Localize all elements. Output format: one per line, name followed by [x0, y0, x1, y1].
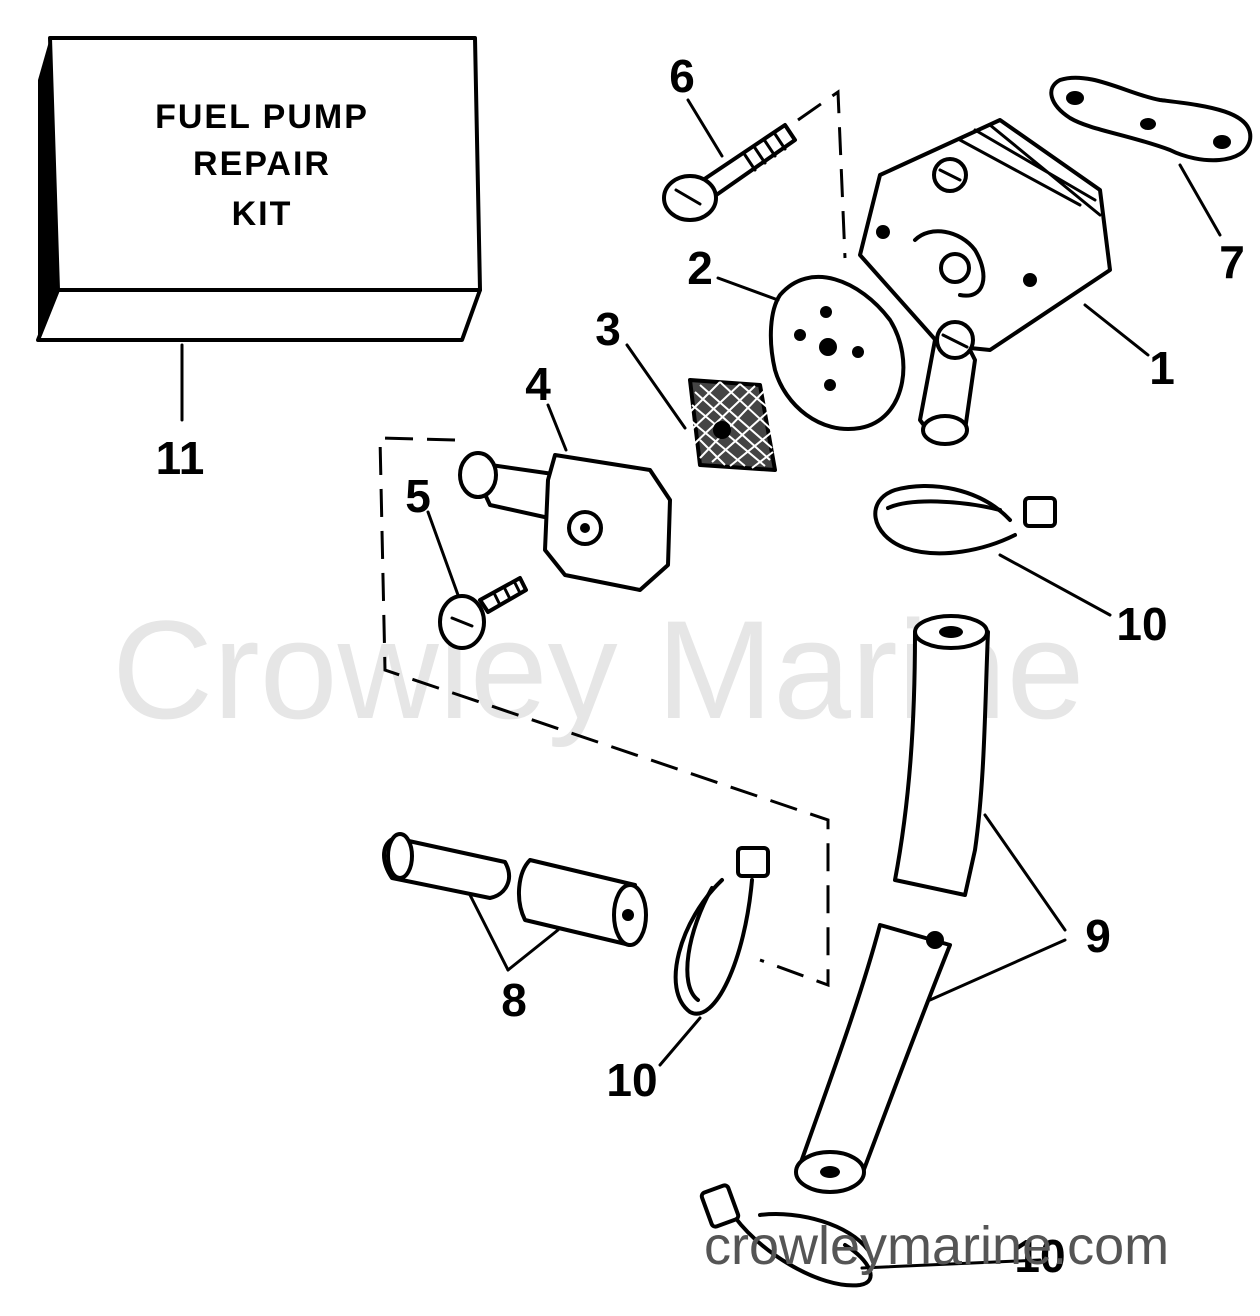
kit-label-line3: KIT — [232, 195, 293, 233]
part-4-filter-cover — [458, 451, 672, 592]
leader-7 — [1178, 163, 1222, 237]
part-10-clamp-upper — [873, 483, 1057, 556]
part-10-clamp-middle — [673, 846, 770, 1016]
part-2-diaphragm — [768, 275, 906, 431]
callout-4: 4 — [525, 358, 551, 410]
assembly-guide-outline — [378, 436, 830, 988]
leader-9b — [928, 938, 1067, 1002]
leader-5 — [426, 510, 460, 597]
callout-8: 8 — [501, 974, 527, 1026]
leader-6 — [686, 98, 724, 158]
part-6-screw — [662, 123, 797, 222]
leader-8a — [468, 893, 510, 972]
callout-5: 5 — [405, 470, 431, 522]
part-9-fuel-hose-lower — [794, 923, 952, 1194]
part-3-filter-screen — [688, 378, 777, 472]
leader-4 — [546, 403, 568, 452]
part-9-fuel-hose-upper — [893, 614, 990, 897]
part-10-clamp-lower — [699, 1183, 873, 1288]
leader-10-upper — [998, 553, 1112, 617]
watermark-url: crowleymarine.com — [704, 1216, 1169, 1276]
part-7-gasket — [1049, 75, 1253, 163]
callout-7: 7 — [1219, 236, 1245, 288]
leader-8b — [506, 928, 560, 972]
leader-9a — [983, 813, 1067, 932]
leader-1 — [1083, 303, 1150, 357]
leader-3 — [625, 343, 687, 430]
leader-10-lower — [860, 1258, 1042, 1270]
callout-1: 1 — [1149, 342, 1175, 394]
repair-kit-box: FUEL PUMP REPAIR KIT — [36, 36, 482, 342]
callout-3: 3 — [595, 303, 621, 355]
callout-9: 9 — [1085, 910, 1111, 962]
callout-10-lower: 10 — [1014, 1230, 1065, 1282]
callout-10-upper: 10 — [1116, 598, 1167, 650]
callout-10-middle: 10 — [606, 1054, 657, 1106]
leader-2 — [716, 276, 780, 302]
part-5-thumb-screw — [438, 576, 528, 650]
kit-label-line1: FUEL PUMP — [155, 98, 369, 136]
part-1-fuel-pump — [858, 118, 1112, 446]
leader-10-middle — [658, 1016, 702, 1067]
part-8-short-hoses — [382, 832, 648, 947]
callout-2: 2 — [687, 242, 713, 294]
callout-11: 11 — [156, 432, 205, 484]
callout-6: 6 — [669, 50, 695, 102]
assembly-guide-line — [797, 89, 847, 259]
kit-label-line2: REPAIR — [193, 145, 331, 183]
